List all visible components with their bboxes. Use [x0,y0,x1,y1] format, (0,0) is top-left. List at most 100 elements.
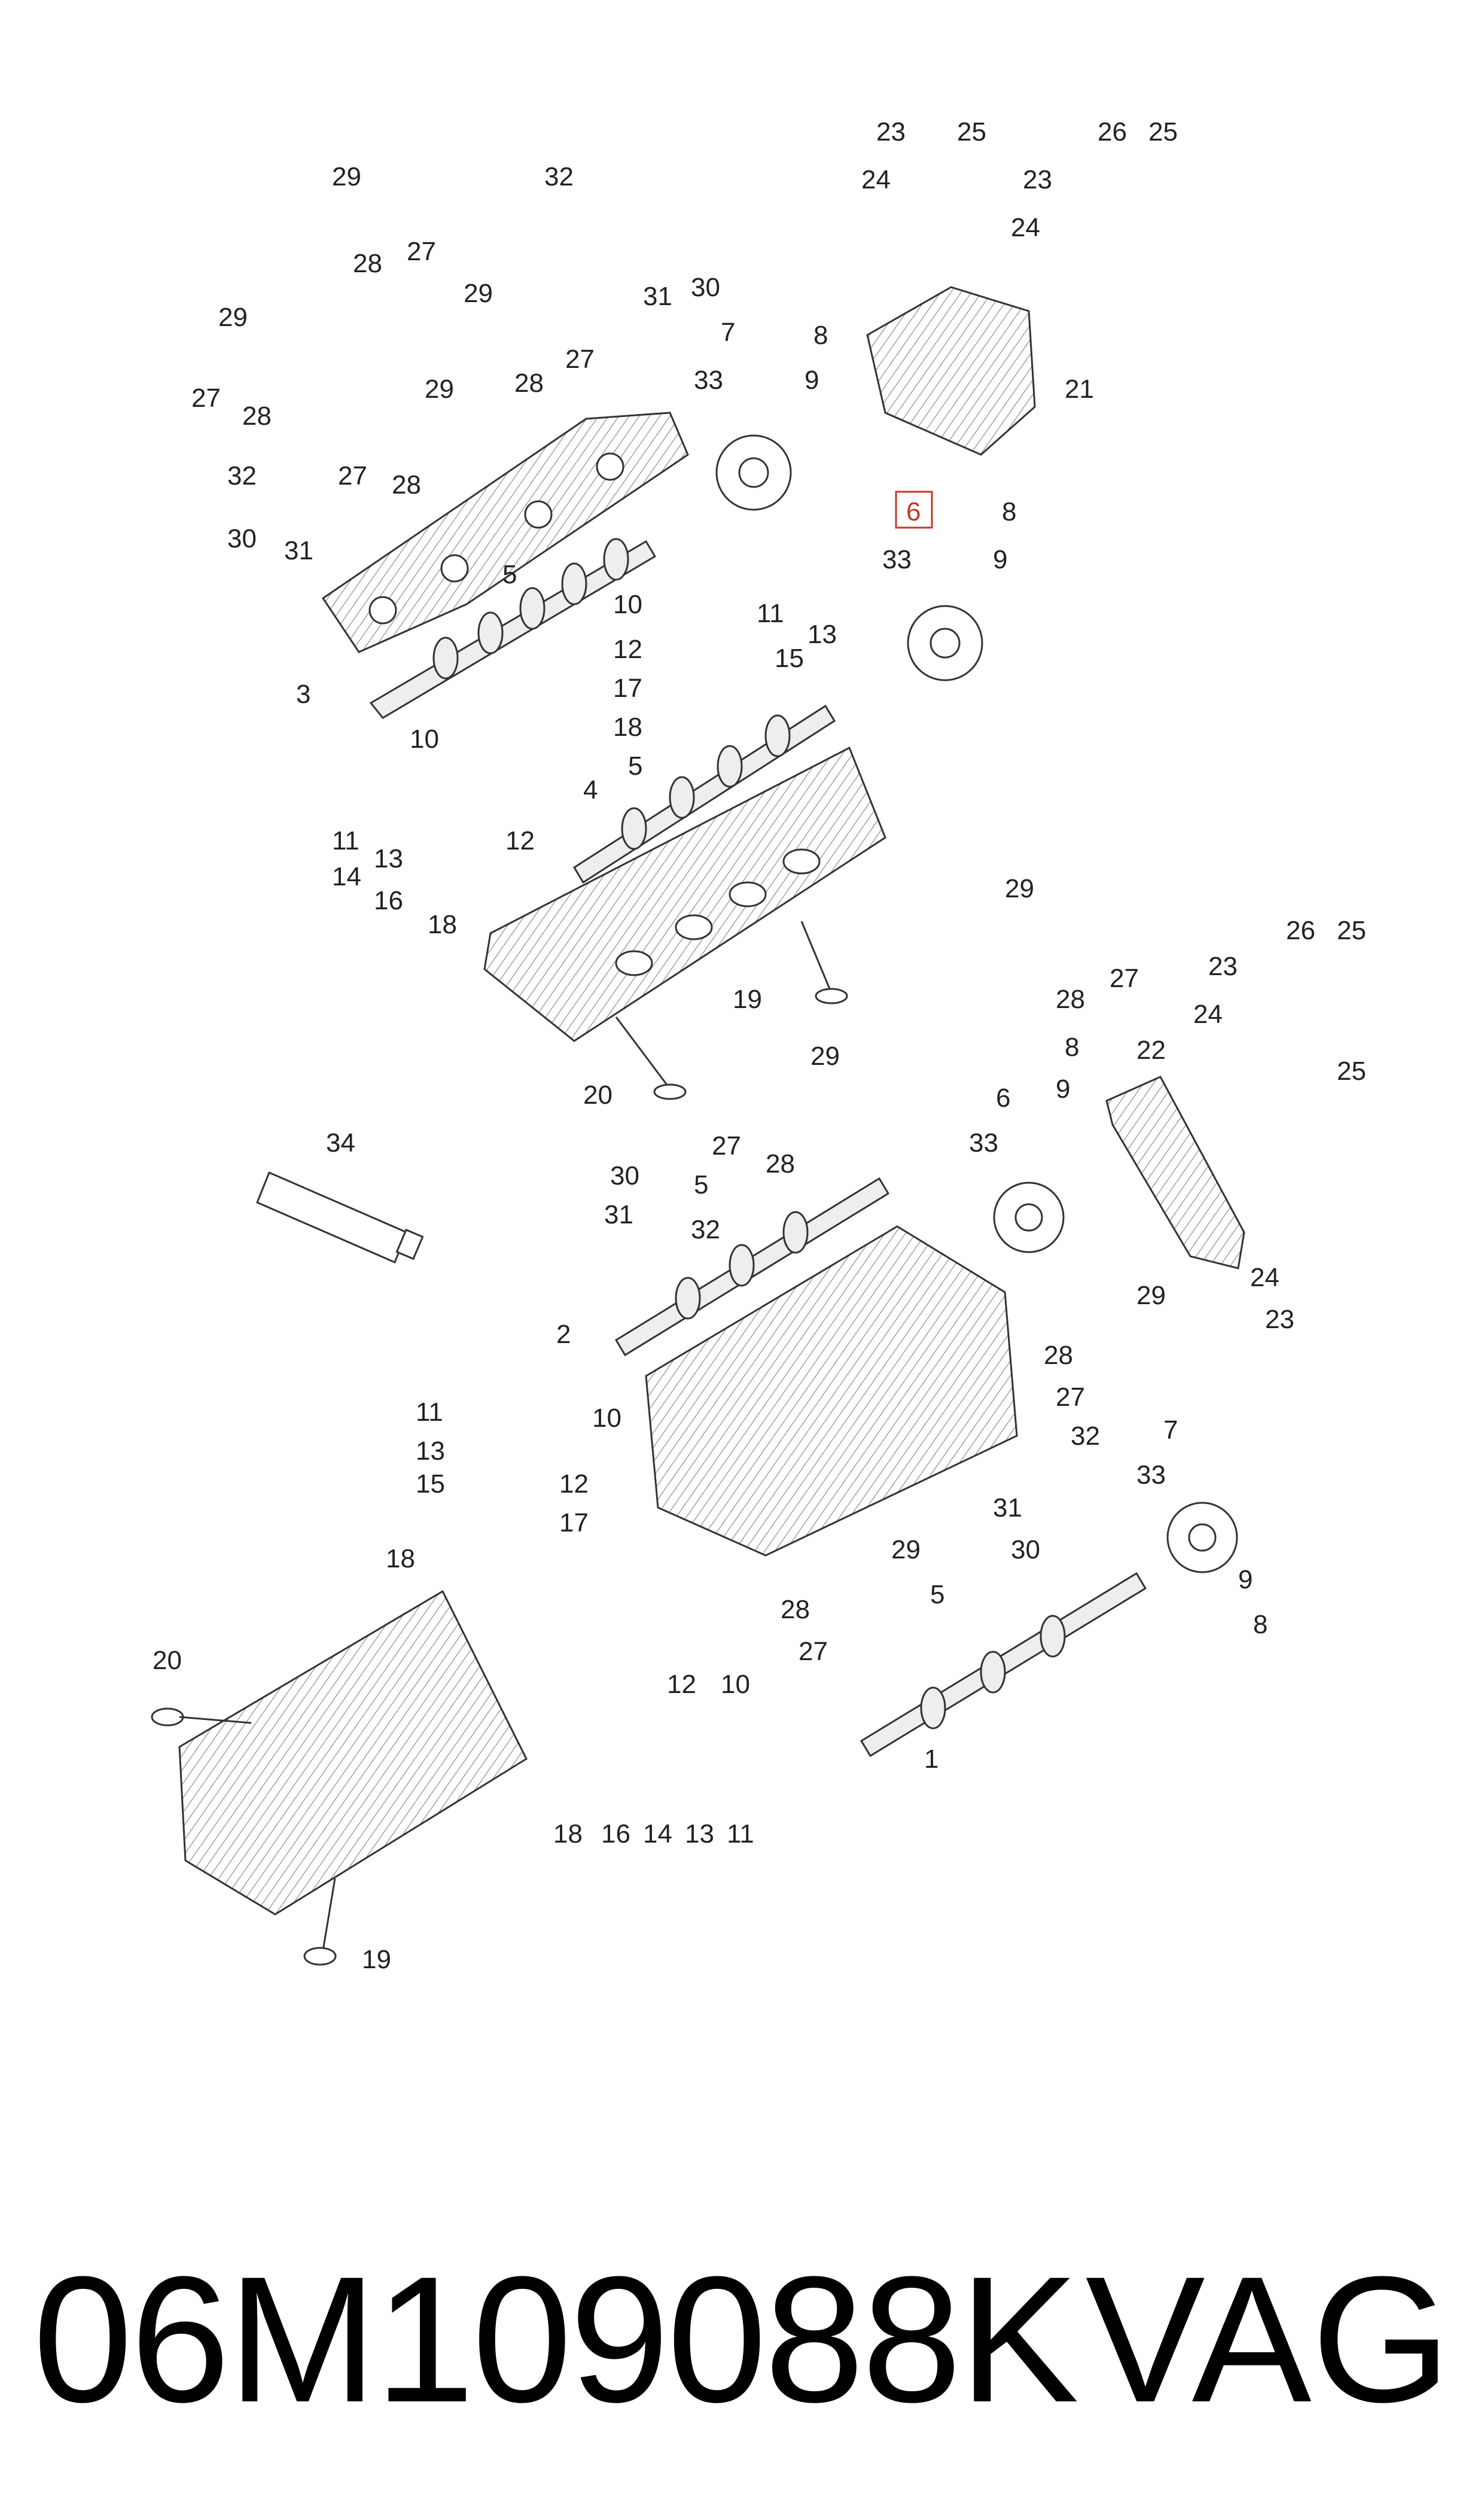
label: 11 [332,826,359,855]
label: 13 [416,1436,445,1466]
label: 32 [544,162,574,191]
valve-19-lower [303,1878,337,1966]
label: 11 [757,599,784,628]
label: 28 [1056,985,1085,1014]
label: 29 [332,162,361,191]
label: 29 [218,303,248,332]
label: 9 [993,545,1007,574]
upper-cam-carrier [321,412,689,653]
label: 33 [969,1128,998,1158]
label: 12 [613,635,642,664]
label: 32 [691,1215,720,1244]
label: 12 [505,826,535,855]
label: 27 [191,383,221,413]
label: 15 [775,644,804,673]
label: 33 [694,366,723,395]
label: 7 [1163,1415,1178,1445]
label: 23 [1023,165,1052,194]
label: 21 [1065,374,1094,404]
label: 10 [613,590,642,619]
label: 28 [392,470,421,500]
label: 16 [601,1819,630,1849]
label: 24 [1250,1263,1279,1292]
label: 20 [153,1646,182,1675]
label: 29 [1005,874,1034,903]
label: 33 [882,545,912,574]
label: 24 [861,165,891,194]
label: 15 [416,1469,445,1499]
label: 18 [553,1819,583,1849]
label: 2 [556,1320,571,1349]
label: 23 [1265,1305,1294,1334]
label: 29 [425,374,454,404]
label: 28 [1044,1341,1073,1370]
label: 13 [807,620,837,649]
label: 9 [1056,1074,1070,1104]
label: 5 [694,1170,708,1199]
label: 12 [667,1670,696,1699]
label: 31 [604,1200,633,1229]
label: 19 [362,1945,391,1974]
label: 17 [559,1508,589,1537]
label: 32 [1071,1421,1100,1451]
label: 10 [592,1403,621,1433]
cam-adjuster-6-lower [993,1182,1065,1253]
label: 29 [891,1535,921,1564]
label: 7 [721,318,735,347]
engine-block [645,1225,1018,1557]
label: 30 [1011,1535,1040,1564]
label: 23 [876,117,906,147]
label: 30 [610,1161,639,1191]
label: 27 [407,237,436,266]
cam-adjuster-7 [715,434,792,511]
label: 16 [374,886,403,915]
label: 17 [613,674,642,703]
label: 25 [1337,1056,1366,1086]
label: 22 [1136,1036,1166,1065]
label: 23 [1208,952,1238,981]
footer: 06M109088K VAG [0,2213,1484,2465]
brand-name: VAG [1085,2239,1451,2440]
label: 31 [284,536,313,565]
label: 19 [733,985,762,1014]
label: 29 [1136,1281,1166,1310]
label: 10 [410,724,439,754]
part-number: 06M109088K [33,2239,1079,2440]
label: 8 [1002,497,1016,526]
valve-20-lower [151,1707,252,1727]
label: 26 [1286,916,1315,945]
camshaft-3 [369,538,657,719]
label: 1 [924,1744,938,1774]
label: 32 [227,461,257,491]
label: 5 [930,1580,944,1609]
camshaft-2 [614,1177,890,1357]
cylinder-head-lower [178,1590,528,1916]
label: 27 [1056,1383,1085,1412]
label: 11 [727,1819,754,1849]
label: 30 [691,273,720,302]
cam-adjuster-7-lower [1166,1502,1238,1573]
cam-adjuster-6-upper [907,605,983,681]
label: 29 [810,1042,840,1071]
camshaft-1 [860,1572,1147,1758]
label: 25 [1337,916,1366,945]
label: 13 [685,1819,714,1849]
label: 8 [1065,1033,1079,1062]
label: 8 [1253,1610,1267,1639]
label: 18 [428,910,457,939]
sealant-tube-34 [256,1171,424,1263]
label: 31 [993,1493,1022,1523]
label: 9 [805,366,819,395]
label: 14 [643,1819,672,1849]
label: 30 [227,524,257,553]
label: 29 [464,279,493,308]
timing-cover-22 [1105,1076,1245,1269]
label: 12 [559,1469,589,1499]
label: 18 [613,713,642,742]
label: 9 [1238,1565,1253,1594]
label: 26 [1098,117,1127,147]
label: 5 [502,560,517,589]
label: 10 [721,1670,750,1699]
label: 13 [374,844,403,873]
camshaft-4 [572,704,836,884]
